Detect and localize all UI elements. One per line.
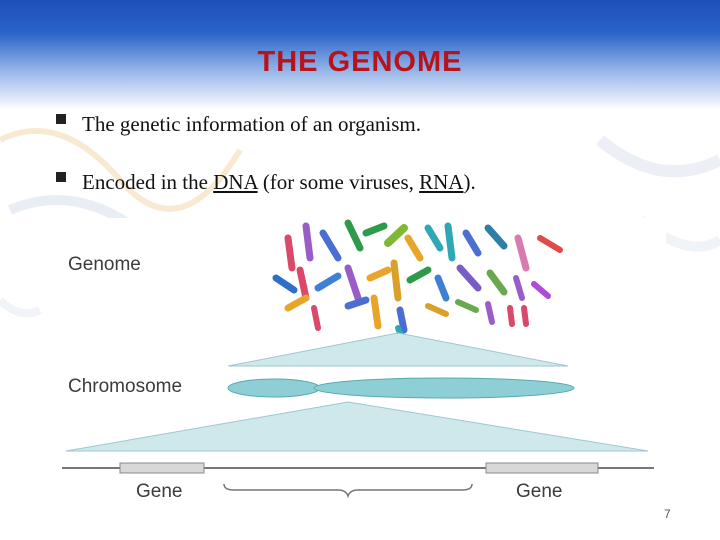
chromosome-shape [227, 377, 575, 399]
bullet-item: The genetic information of an organism. [56, 110, 676, 168]
zoom-triangle-genome [227, 332, 569, 367]
square-bullet-icon [56, 114, 66, 124]
chromosome-label: Chromosome [68, 376, 183, 397]
genome-label: Genome [68, 254, 141, 275]
page-number: 7 [664, 507, 671, 521]
rna-link[interactable]: RNA [419, 170, 464, 194]
dna-link[interactable]: DNA [213, 170, 258, 194]
bullet-text-mid: (for some viruses, [257, 170, 420, 194]
bullet-text-post: ). [463, 170, 476, 194]
gene-block-left [119, 462, 205, 474]
karyotype-cluster [272, 219, 563, 336]
gene-block-right [485, 462, 599, 474]
bullet-text-pre: Encoded in the [82, 170, 214, 194]
bullet-text: The genetic information of an organism. [82, 112, 422, 136]
bullet-item: Encoded in the DNA (for some viruses, RN… [56, 168, 676, 226]
zoom-triangle-chromosome [65, 401, 649, 452]
gene-label-left: Gene [136, 481, 183, 502]
brace [223, 483, 473, 499]
bullet-text: Encoded in the DNA (for some viruses, RN… [82, 168, 476, 196]
genome-diagram-graphic [62, 219, 654, 499]
gene-label-right: Gene [516, 481, 563, 502]
header-band [0, 0, 720, 110]
bullet-list: The genetic information of an organism. … [56, 110, 676, 226]
genome-diagram: Genome Chromosome Gene Gene [48, 218, 666, 502]
slide-title: THE GENOME [257, 46, 463, 78]
square-bullet-icon [56, 172, 66, 182]
